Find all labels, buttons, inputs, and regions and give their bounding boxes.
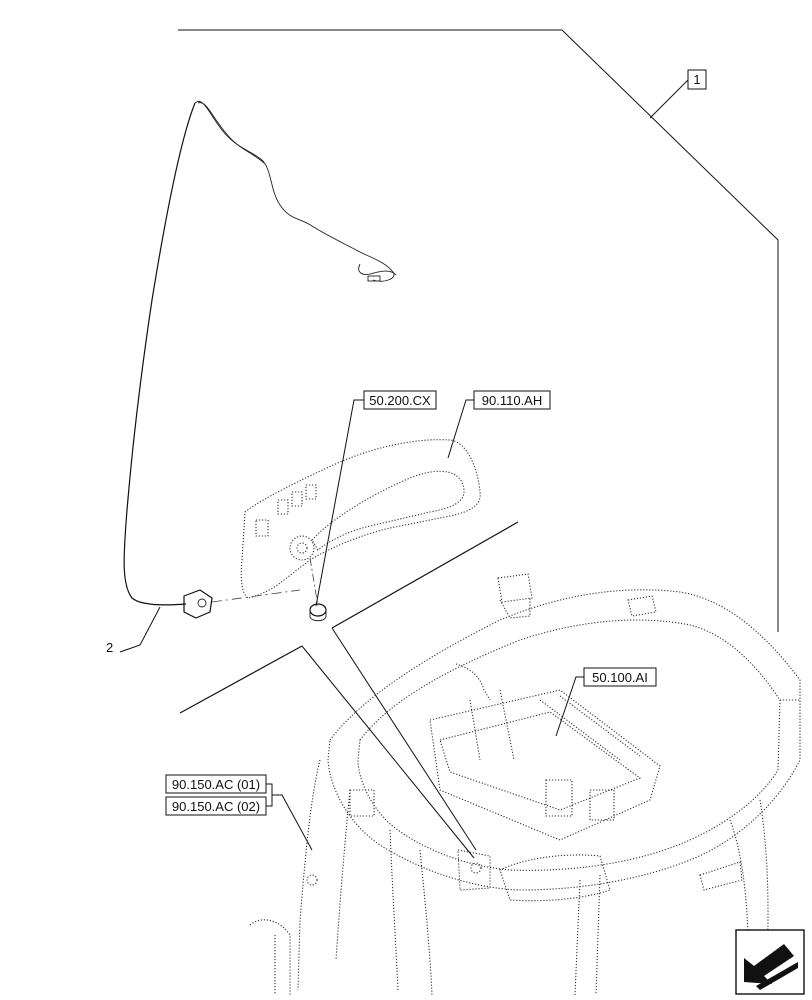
callout-90-110-ah-label: 90.110.AH bbox=[482, 393, 542, 408]
instrument-panel bbox=[240, 439, 481, 607]
callout-item-2[interactable]: 2 bbox=[106, 606, 161, 655]
callout-90-150-ac-01-label: 90.150.AC (01) bbox=[172, 777, 260, 792]
section-break-lines bbox=[179, 521, 519, 859]
callout-90-150-ac-02[interactable]: 90.150.AC (02) bbox=[165, 796, 267, 816]
wire-harness bbox=[123, 100, 397, 619]
callout-50-200-cx[interactable]: 50.200.CX bbox=[315, 390, 437, 607]
callout-50-100-ai[interactable]: 50.100.AI bbox=[555, 667, 657, 737]
callout-50-200-cx-label: 50.200.CX bbox=[369, 393, 431, 408]
next-page-arrow-icon[interactable] bbox=[735, 929, 805, 995]
callout-item-1[interactable]: 1 bbox=[687, 69, 707, 90]
callout-90-150-ac-bracket bbox=[266, 783, 313, 851]
callout-50-100-ai-label: 50.100.AI bbox=[592, 670, 648, 685]
callout-90-150-ac-01[interactable]: 90.150.AC (01) bbox=[165, 774, 267, 794]
callout-item-2-label: 2 bbox=[106, 640, 113, 655]
ignition-bushing bbox=[309, 603, 327, 622]
assembly-bracket-1 bbox=[178, 29, 779, 632]
cab-frame bbox=[249, 573, 801, 996]
callout-90-110-ah[interactable]: 90.110.AH bbox=[447, 390, 551, 459]
callout-90-150-ac-02-label: 90.150.AC (02) bbox=[172, 799, 260, 814]
harness-connector bbox=[183, 589, 213, 619]
callout-item-1-label: 1 bbox=[693, 72, 700, 87]
